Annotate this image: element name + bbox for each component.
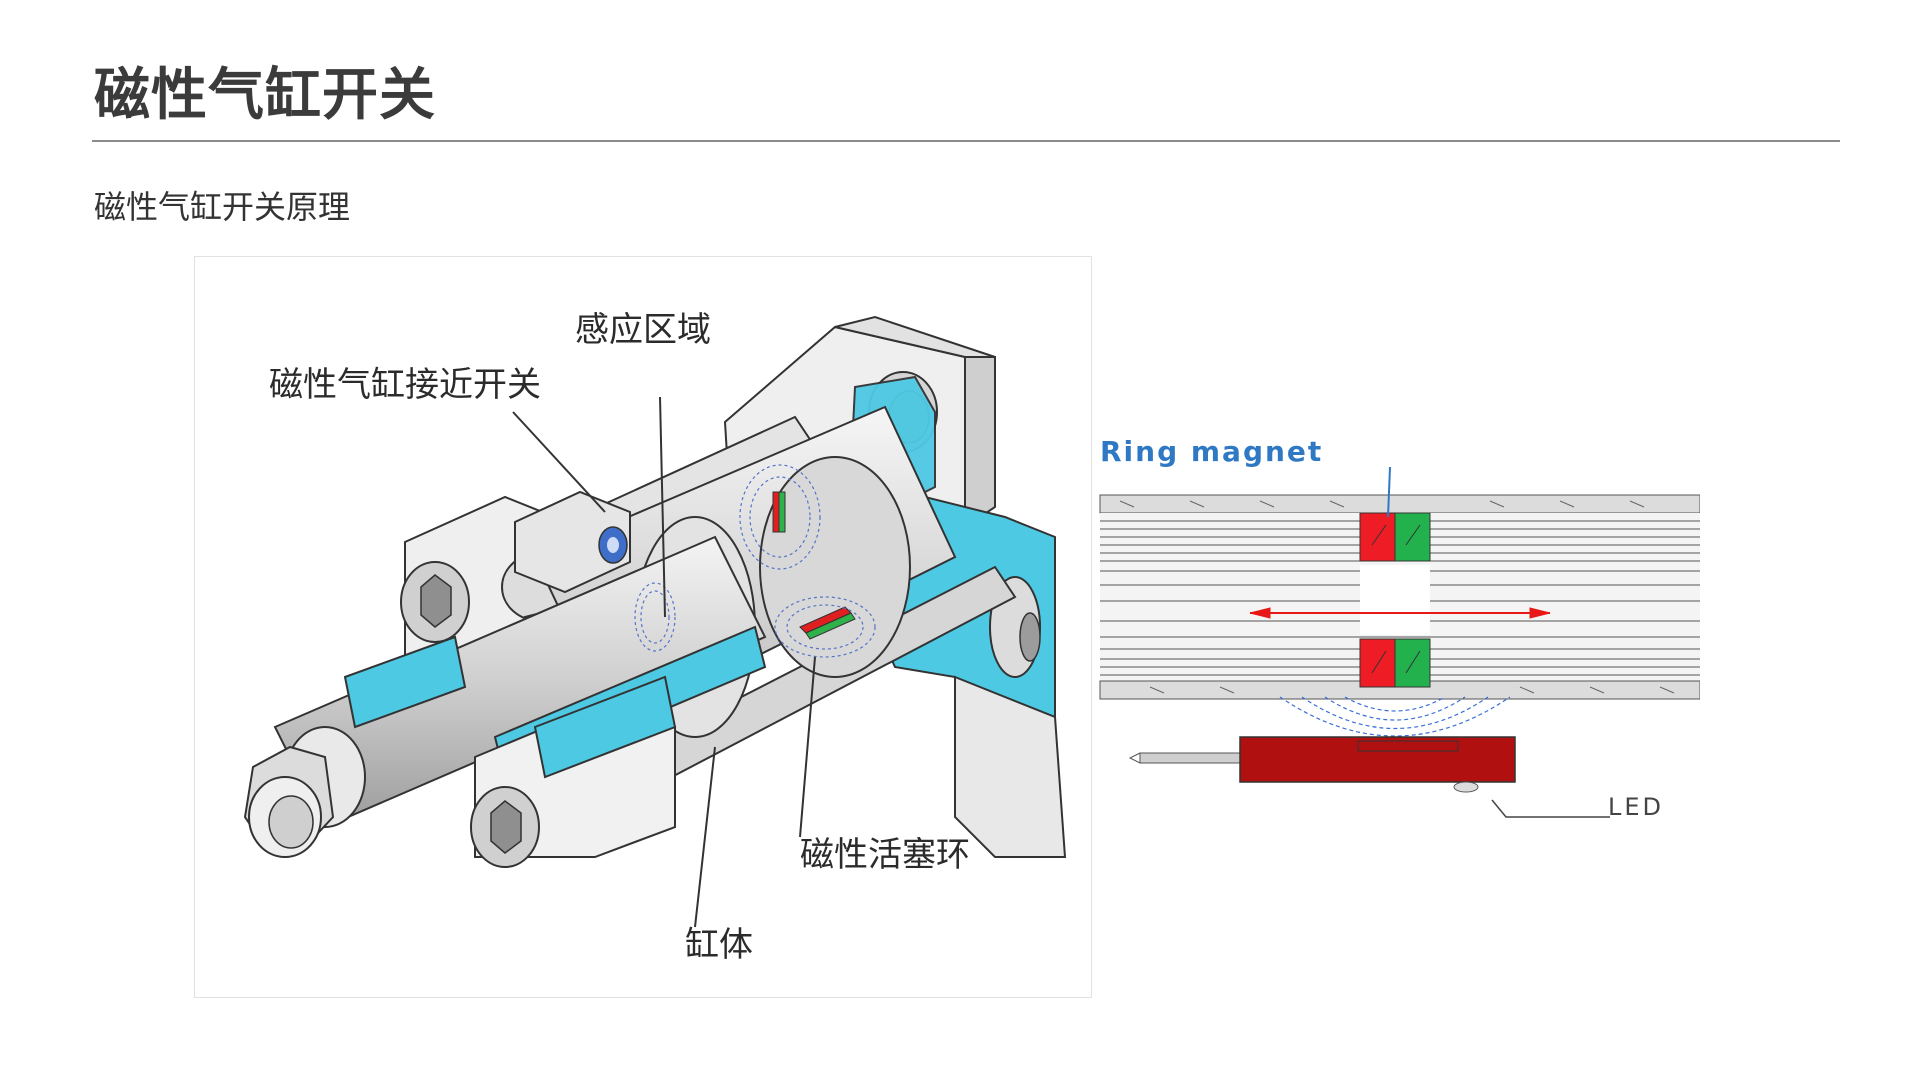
- title-divider: [92, 140, 1840, 142]
- ring-magnet-lower: [1359, 638, 1431, 688]
- lower-mount-block: [470, 675, 677, 868]
- callout-proximity-switch: 磁性气缸接近开关: [269, 365, 541, 405]
- proximity-switch-body: [514, 490, 631, 594]
- led-leader-line: [1491, 799, 1610, 818]
- callout-piston-ring: 磁性活塞环: [800, 835, 970, 875]
- piston-magnet-upper: [772, 491, 786, 533]
- ring-label-leader: [1387, 466, 1391, 518]
- rod-end-nut: [243, 745, 335, 858]
- motion-arrow: [1249, 607, 1551, 619]
- cylinder-cutaway-illustration: [243, 315, 1067, 928]
- section-subtitle: 磁性气缸开关原理: [94, 188, 351, 226]
- callout-cylinder-body: 缸体: [685, 925, 753, 965]
- ring-magnet-upper: [1359, 512, 1431, 562]
- sensor-cable: [1128, 752, 1241, 764]
- piston-magnet-lower: [799, 606, 856, 640]
- tube-upper-wall: [1099, 494, 1700, 514]
- sensor-field-lines: [1279, 696, 1511, 737]
- magnetic-sensor: [1239, 736, 1516, 793]
- magnetic-field-lines: [634, 464, 876, 658]
- ring-magnet-schematic: Ring magnet LED: [1090, 425, 1700, 825]
- ring-magnet-diagram: [1099, 466, 1700, 818]
- callout-sensing-zone: 感应区域: [575, 310, 711, 350]
- cylinder-cutaway-figure: 感应区域 磁性气缸接近开关 磁性活塞环 缸体: [194, 256, 1092, 998]
- page-title: 磁性气缸开关: [94, 63, 436, 128]
- callout-leader-lines: [512, 396, 816, 928]
- ring-magnet-label: Ring magnet: [1100, 435, 1324, 468]
- led-label: LED: [1608, 793, 1665, 821]
